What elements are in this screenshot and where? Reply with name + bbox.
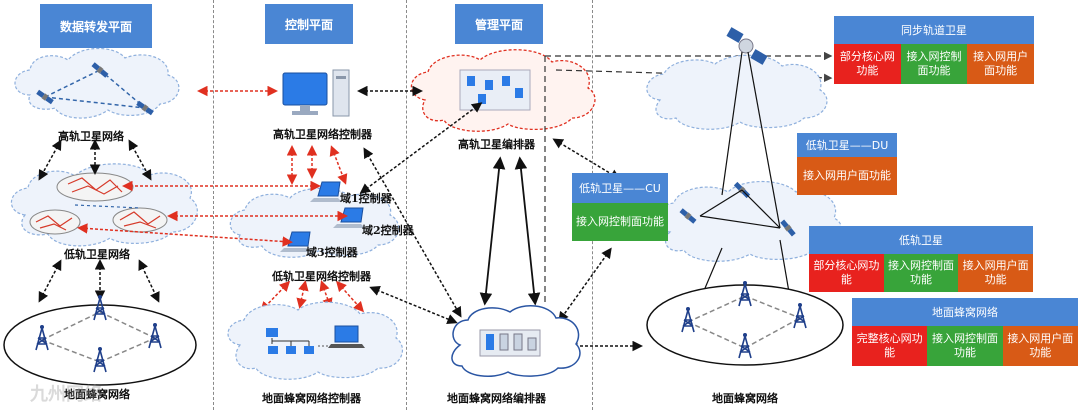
ground-orchestrator-cloud bbox=[451, 305, 581, 378]
ground-network-right bbox=[646, 280, 844, 366]
leo-du-box: 低轨卫星——DU 接入网用户面功能 bbox=[797, 133, 897, 195]
geo-satellite-title: 同步轨道卫星 bbox=[834, 16, 1034, 44]
leo-du-user-cell: 接入网用户面功能 bbox=[797, 157, 897, 195]
ground-orchestrator-caption: 地面蜂窝网络编排器 bbox=[447, 392, 546, 405]
ground-network-left-caption: 地面蜂窝网络 bbox=[64, 388, 130, 401]
geo-network-caption: 高轨卫星网络 bbox=[58, 130, 124, 143]
geo-orchestrator-cloud bbox=[410, 49, 596, 132]
geo-network-cloud bbox=[14, 47, 180, 119]
leo-cu-title: 低轨卫星——CU bbox=[572, 173, 668, 203]
ground-network-right-caption: 地面蜂窝网络 bbox=[712, 392, 778, 405]
domain2-caption: 域2控制器 bbox=[362, 224, 414, 237]
leo-control-cell: 接入网控制面功能 bbox=[883, 254, 959, 292]
cellular-user-cell: 接入网用户面功能 bbox=[1002, 326, 1078, 366]
control-plane-header: 控制平面 bbox=[265, 4, 353, 44]
ground-network-left bbox=[3, 294, 197, 386]
domain1-caption: 域1控制器 bbox=[340, 192, 392, 205]
geo-orchestrator-caption: 高轨卫星编排器 bbox=[458, 138, 535, 151]
leo-core-cell: 部分核心网功能 bbox=[809, 254, 884, 292]
geo-control-cell: 接入网控制面功能 bbox=[900, 44, 968, 84]
leo-du-title: 低轨卫星——DU bbox=[797, 133, 897, 157]
leo-controller-caption: 低轨卫星网络控制器 bbox=[272, 270, 371, 283]
leo-cu-box: 低轨卫星——CU 接入网控制面功能 bbox=[572, 173, 668, 241]
leo-user-cell: 接入网用户面功能 bbox=[958, 254, 1034, 292]
management-plane-header: 管理平面 bbox=[455, 4, 543, 44]
geo-satellite-box: 同步轨道卫星 部分核心网功能 接入网控制面功能 接入网用户面功能 bbox=[834, 16, 1035, 84]
data-forwarding-plane-header: 数据转发平面 bbox=[40, 4, 152, 48]
geo-user-cell: 接入网用户面功能 bbox=[967, 44, 1035, 84]
leo-network-cloud bbox=[10, 163, 198, 247]
leo-cu-control-cell: 接入网控制面功能 bbox=[572, 203, 668, 241]
ground-controller-caption: 地面蜂窝网络控制器 bbox=[262, 392, 361, 405]
leo-satellite-box: 低轨卫星 部分核心网功能 接入网控制面功能 接入网用户面功能 bbox=[809, 226, 1034, 292]
cellular-control-cell: 接入网控制面功能 bbox=[927, 326, 1003, 366]
divider-1 bbox=[213, 0, 214, 410]
cellular-title: 地面蜂窝网络 bbox=[852, 298, 1078, 326]
ground-controller-cloud bbox=[227, 301, 403, 380]
leo-network-caption: 低轨卫星网络 bbox=[64, 248, 130, 261]
leo-satellite-title: 低轨卫星 bbox=[809, 226, 1033, 254]
watermark: 九州网络 bbox=[30, 384, 102, 405]
geo-controller-caption: 高轨卫星网络控制器 bbox=[273, 128, 372, 141]
geo-satellite-icon bbox=[726, 27, 768, 65]
geo-controller-computer bbox=[282, 69, 350, 117]
cellular-core-cell: 完整核心网功能 bbox=[852, 326, 928, 366]
geo-core-cell: 部分核心网功能 bbox=[834, 44, 901, 84]
domain3-caption: 域3控制器 bbox=[306, 246, 358, 259]
domain1-laptop bbox=[310, 181, 342, 202]
domain3-laptop bbox=[280, 231, 312, 252]
cellular-box: 地面蜂窝网络 完整核心网功能 接入网控制面功能 接入网用户面功能 bbox=[852, 298, 1078, 366]
